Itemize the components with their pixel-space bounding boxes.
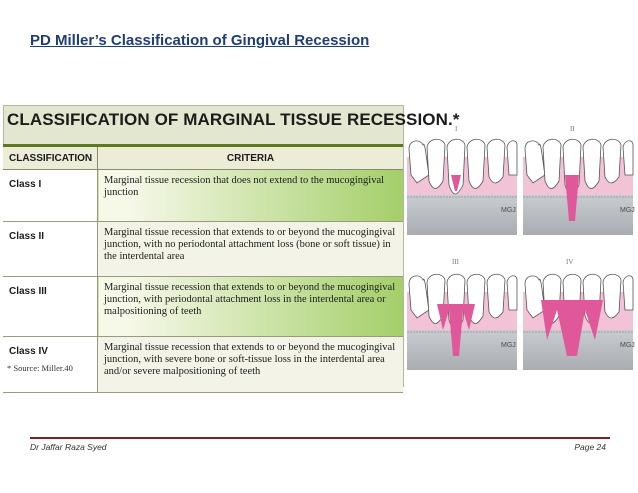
class-ii-label: II (570, 125, 575, 133)
mgj-label: MGJ (620, 207, 635, 214)
teeth-illustration (406, 138, 634, 371)
mgj-label: MGJ (501, 342, 516, 349)
class-criteria: Marginal tissue recession that extends t… (97, 336, 403, 393)
footer-divider (30, 437, 610, 439)
column-header-classification: CLASSIFICATION (3, 144, 98, 170)
mgj-label: MGJ (501, 207, 516, 214)
class-i-label: I (455, 125, 458, 133)
table-row: Class I Marginal tissue recession that d… (3, 169, 403, 222)
page-number: Page 24 (574, 442, 606, 452)
class-criteria: Marginal tissue recession that does not … (97, 169, 403, 222)
class-iv-diagram (522, 273, 634, 371)
class-criteria: Marginal tissue recession that extends t… (97, 221, 403, 277)
table-row: Class II Marginal tissue recession that … (3, 221, 403, 277)
class-iii-diagram (406, 273, 518, 371)
class-name: Class IV (3, 336, 98, 393)
class-ii-diagram (522, 138, 634, 236)
mgj-label: MGJ (620, 342, 635, 349)
classification-table: CLASSIFICATION CRITERIA Class I Marginal… (3, 144, 403, 393)
source-note: * Source: Miller.40 (7, 363, 73, 373)
class-iii-label: III (452, 258, 459, 266)
class-iv-label: IV (566, 258, 574, 266)
table-header-row: CLASSIFICATION CRITERIA (3, 144, 403, 170)
table-row: Class III Marginal tissue recession that… (3, 276, 403, 337)
class-name: Class III (3, 276, 98, 337)
class-name: Class II (3, 221, 98, 277)
column-header-criteria: CRITERIA (97, 144, 403, 170)
footer-author: Dr Jaffar Raza Syed (30, 442, 107, 452)
table-heading: CLASSIFICATION OF MARGINAL TISSUE RECESS… (7, 110, 460, 129)
page-title: PD Miller’s Classification of Gingival R… (30, 32, 370, 49)
table-row: Class IV Marginal tissue recession that … (3, 336, 403, 393)
recession-illustrations: I II III IV MGJ MGJ MGJ MGJ (405, 115, 635, 383)
class-name: Class I (3, 169, 98, 222)
class-i-diagram (406, 138, 518, 236)
class-criteria: Marginal tissue recession that extends t… (97, 276, 403, 337)
